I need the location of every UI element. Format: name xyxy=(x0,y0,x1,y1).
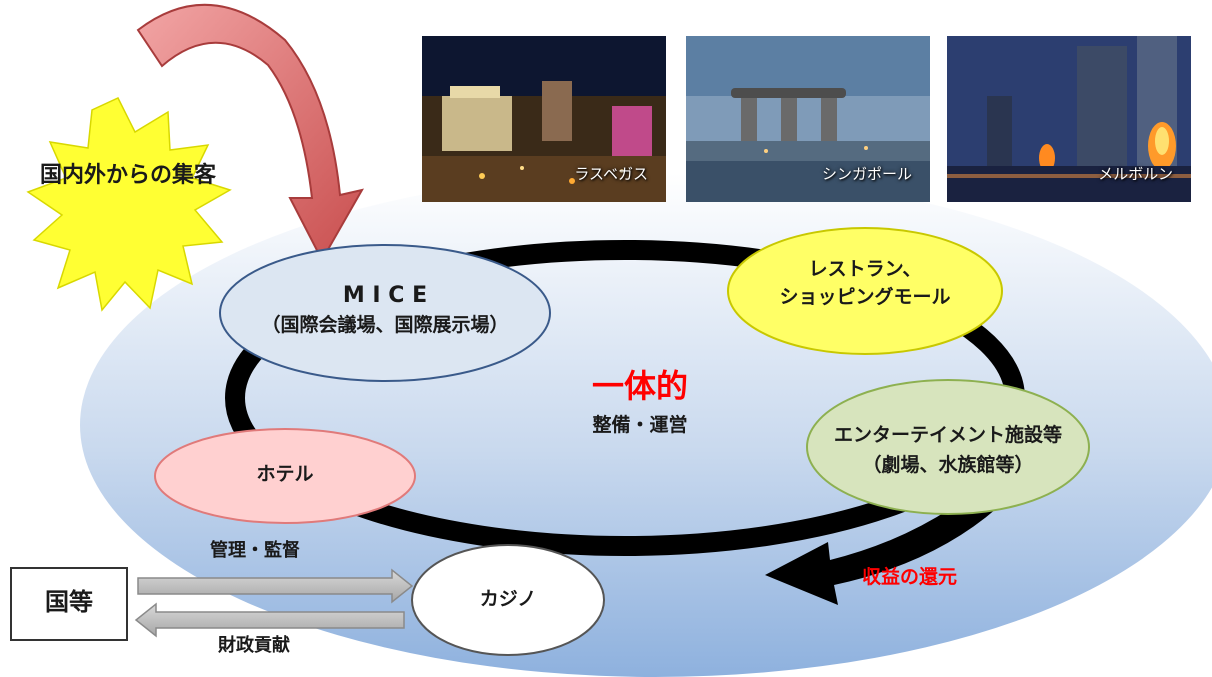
attraction-label: 国内外からの集客 xyxy=(40,163,217,188)
restaurant-node xyxy=(727,227,1003,355)
restaurant-line1: レストラン、 xyxy=(808,258,922,280)
casino-label: カジノ xyxy=(479,588,537,610)
contribution-label: 財政貢献 xyxy=(218,635,290,656)
center-title: 一体的 xyxy=(591,367,688,405)
entertainment-line2: （劇場、水族館等） xyxy=(862,454,1034,476)
entertainment-node xyxy=(806,379,1090,515)
supervision-label: 管理・監督 xyxy=(210,540,300,561)
singapore-photo: シンガポール xyxy=(686,36,930,202)
hotel-node xyxy=(154,428,416,524)
hotel-label: ホテル xyxy=(256,463,314,485)
entertainment-line1: エンターテイメント施設等 xyxy=(833,424,1062,446)
supervision-arrow xyxy=(137,568,414,604)
return-label: 収益の還元 xyxy=(862,566,958,588)
mice-subtitle: （国際会議場、国際展示場） xyxy=(261,314,509,336)
casino-node xyxy=(411,544,605,656)
attraction-curved-arrow xyxy=(136,3,364,263)
contribution-arrow xyxy=(134,602,405,638)
melbourne-caption: メルボルン xyxy=(1098,165,1173,183)
mice-node xyxy=(219,244,551,382)
return-arrow xyxy=(765,470,1018,605)
melbourne-photo: メルボルン xyxy=(947,36,1191,202)
nation-box xyxy=(10,567,128,641)
las-vegas-photo: ラスベガス xyxy=(422,36,666,202)
singapore-caption: シンガポール xyxy=(821,165,912,183)
center-subtitle: 整備・運営 xyxy=(592,414,688,436)
nation-label: 国等 xyxy=(45,588,93,616)
starburst-shape xyxy=(26,97,232,312)
restaurant-line2: ショッピングモール xyxy=(779,286,951,308)
las-vegas-caption: ラスベガス xyxy=(574,165,648,183)
mice-title: M I C E xyxy=(342,283,428,308)
